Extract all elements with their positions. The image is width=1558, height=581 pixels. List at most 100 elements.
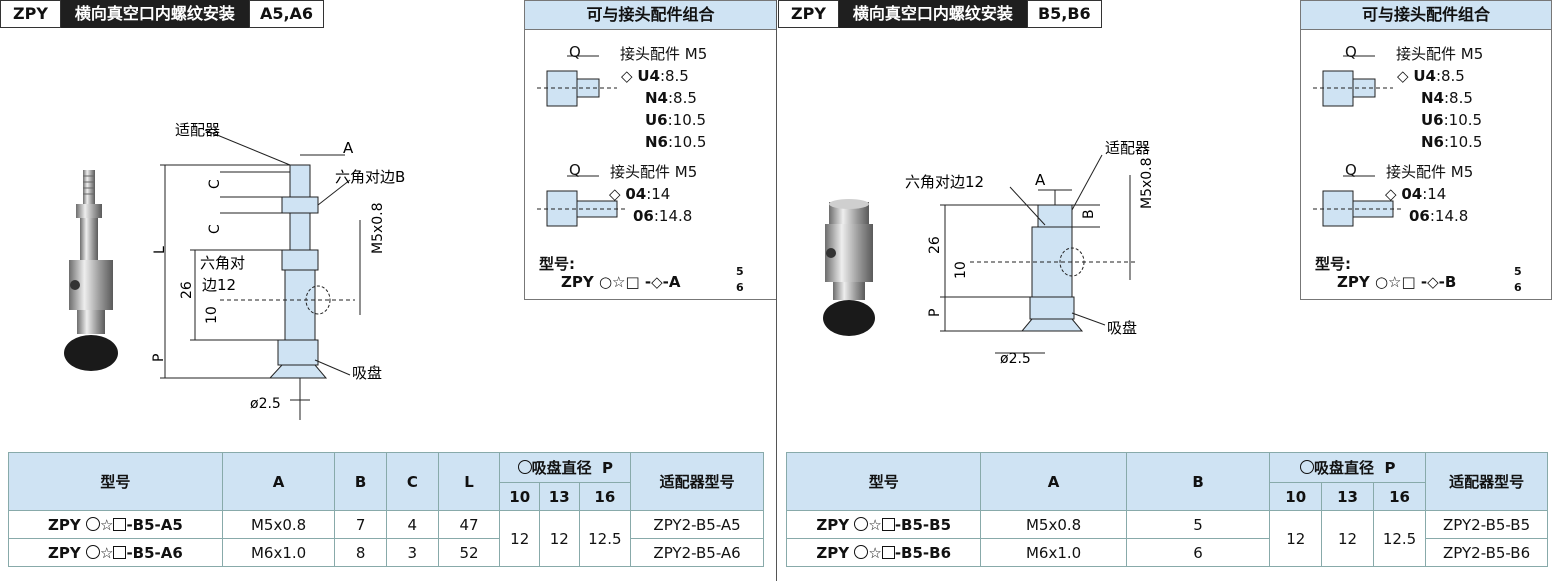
left-header: ZPY 横向真空口内螺纹安装 A5,A6 bbox=[0, 0, 325, 28]
right-th-a: A bbox=[980, 452, 1127, 511]
right-th-size10: 10 bbox=[1269, 482, 1323, 511]
right-p13: 12 bbox=[1321, 510, 1374, 567]
left-r2-c: 3 bbox=[385, 538, 439, 567]
right-th-size16: 16 bbox=[1372, 482, 1427, 511]
right-f2-code2: 06 bbox=[1409, 207, 1430, 225]
left-label-adapter: 适配器 bbox=[175, 121, 220, 139]
left-label-hex12-b: 边12 bbox=[202, 276, 236, 294]
right-fitting2-drawing bbox=[1313, 175, 1401, 227]
right-r1-suffix: -B5-B5 bbox=[894, 515, 952, 534]
right-label-a: A bbox=[1035, 171, 1046, 189]
left-combo-title: 可与接头配件组合 bbox=[525, 1, 776, 30]
left-f1-code4: N6 bbox=[645, 133, 668, 151]
right-label-10: 10 bbox=[953, 261, 969, 279]
right-r2-prefix: ZPY bbox=[816, 543, 855, 562]
left-fitting2-label: 接头配件 M5 bbox=[610, 163, 698, 181]
right-variant-codes: B5,B6 bbox=[1026, 0, 1102, 28]
right-f1-val4: :10.5 bbox=[1444, 133, 1483, 151]
right-spec-table: 型号 A B 吸盘直径 P 适配器型号 10 13 16 ZPY ☆-B5-B5… bbox=[785, 452, 1548, 567]
left-mount-title: 横向真空口内螺纹安装 bbox=[60, 0, 249, 28]
right-th-model: 型号 bbox=[785, 452, 982, 511]
right-product-photo bbox=[823, 199, 875, 336]
right-f1-code3: U6 bbox=[1421, 111, 1444, 129]
right-fitting2-label: 接头配件 M5 bbox=[1386, 163, 1474, 181]
left-th-model: 型号 bbox=[8, 452, 223, 511]
right-th-b: B bbox=[1125, 452, 1271, 511]
right-fitting1-q: Q bbox=[1345, 43, 1357, 61]
left-spec-table: 型号 A B C L 吸盘直径 P 适配器型号 10 13 16 ZPY ☆-B… bbox=[8, 452, 764, 567]
left-label-m5: M5x0.8 bbox=[370, 202, 386, 254]
left-dimension-drawing: 适配器 A 六角对边B C C L M5x0.8 六角对 边12 26 10 P… bbox=[151, 121, 405, 420]
left-r1-suffix: -B5-A5 bbox=[126, 515, 183, 534]
left-f2-val1: :14 bbox=[646, 185, 671, 203]
right-r2-b: 6 bbox=[1125, 538, 1271, 567]
left-th-a: A bbox=[221, 452, 336, 511]
right-th-pad-label: 吸盘直径 bbox=[1314, 459, 1375, 477]
left-th-size13: 13 bbox=[538, 482, 580, 511]
right-th-adapter: 适配器型号 bbox=[1425, 452, 1548, 511]
left-r2-b: 8 bbox=[334, 538, 387, 567]
left-f1-val2: :8.5 bbox=[668, 89, 697, 107]
left-f1-val1: :8.5 bbox=[659, 67, 689, 85]
right-fitting1-label: 接头配件 M5 bbox=[1396, 45, 1484, 63]
right-f2-val2: :14.8 bbox=[1429, 207, 1469, 225]
left-th-pad: 吸盘直径 P bbox=[499, 452, 632, 483]
right-fitting2-q: Q bbox=[1345, 161, 1357, 179]
right-r2-a: M6x1.0 bbox=[980, 538, 1127, 567]
left-th-b: B bbox=[334, 452, 387, 511]
right-label-dia: ø2.5 bbox=[1000, 351, 1031, 367]
left-th-pad-label: 吸盘直径 bbox=[531, 459, 592, 477]
left-p16: 12.5 bbox=[578, 510, 632, 567]
right-f2-code1: 04 bbox=[1401, 185, 1423, 203]
left-label-c1: C bbox=[207, 179, 223, 189]
right-f1-val1: :8.5 bbox=[1435, 67, 1465, 85]
left-th-l: L bbox=[437, 452, 501, 511]
left-r2-adapter: ZPY2-B5-A6 bbox=[630, 538, 764, 567]
right-model-sup: 5 bbox=[1514, 265, 1522, 278]
right-th-pad: 吸盘直径 P bbox=[1269, 452, 1427, 483]
left-label-hex12-a: 六角对 bbox=[200, 254, 245, 272]
right-combo-title: 可与接头配件组合 bbox=[1301, 1, 1551, 30]
left-r2-l: 52 bbox=[437, 538, 501, 567]
right-label-p: P bbox=[927, 309, 943, 317]
right-th-size13: 13 bbox=[1321, 482, 1374, 511]
left-f1-val4: :10.5 bbox=[668, 133, 707, 151]
right-p10: 12 bbox=[1269, 510, 1323, 567]
left-label-10: 10 bbox=[204, 306, 220, 324]
right-label-hex12: 六角对边12 bbox=[905, 173, 984, 191]
left-combo-box: 可与接头配件组合 Q 接头配件 M5 ◇ U4:8.5 N4:8.5 U6:10… bbox=[524, 0, 777, 300]
left-r1-l: 47 bbox=[437, 510, 501, 539]
left-th-size16: 16 bbox=[578, 482, 632, 511]
left-product-photo bbox=[64, 170, 118, 371]
left-model-label: 型号: bbox=[539, 255, 575, 273]
left-r2-prefix: ZPY bbox=[48, 543, 86, 562]
left-r1-b: 7 bbox=[334, 510, 387, 539]
left-f1-code3: U6 bbox=[645, 111, 668, 129]
left-p13: 12 bbox=[538, 510, 580, 567]
left-f1-val3: :10.5 bbox=[667, 111, 707, 129]
table-row: ZPY ☆-B5-A5 M5x0.8 7 4 47 12 12 12.5 ZPY… bbox=[8, 510, 764, 567]
left-model-sub: 6 bbox=[736, 281, 744, 294]
left-model-code: ZPY ○☆□ -◇-A bbox=[561, 273, 681, 291]
left-th-adapter: 适配器型号 bbox=[630, 452, 764, 511]
left-th-p: P bbox=[602, 459, 614, 477]
right-r1-a: M5x0.8 bbox=[980, 510, 1127, 539]
left-label-26: 26 bbox=[179, 281, 195, 299]
center-divider bbox=[776, 0, 777, 581]
right-f1-code1: U4 bbox=[1413, 67, 1436, 85]
left-f2-code2: 06 bbox=[633, 207, 654, 225]
left-label-l: L bbox=[152, 246, 168, 254]
left-label-a: A bbox=[343, 139, 354, 157]
left-f2-val2: :14.8 bbox=[653, 207, 693, 225]
left-f1-code2: N4 bbox=[645, 89, 668, 107]
left-r1-a: M5x0.8 bbox=[221, 510, 336, 539]
table-row: ZPY ☆-B5-B5 M5x0.8 5 12 12 12.5 ZPY2-B5-… bbox=[785, 510, 1548, 567]
right-f1-code4: N6 bbox=[1421, 133, 1444, 151]
right-f1-val2: :8.5 bbox=[1444, 89, 1473, 107]
left-label-pad: 吸盘 bbox=[352, 364, 382, 382]
right-th-p: P bbox=[1384, 459, 1396, 477]
right-r2-suffix: -B5-B6 bbox=[894, 543, 952, 562]
left-fitting2-drawing bbox=[537, 175, 625, 227]
left-model-sup: 5 bbox=[736, 265, 744, 278]
left-th-c: C bbox=[385, 452, 439, 511]
